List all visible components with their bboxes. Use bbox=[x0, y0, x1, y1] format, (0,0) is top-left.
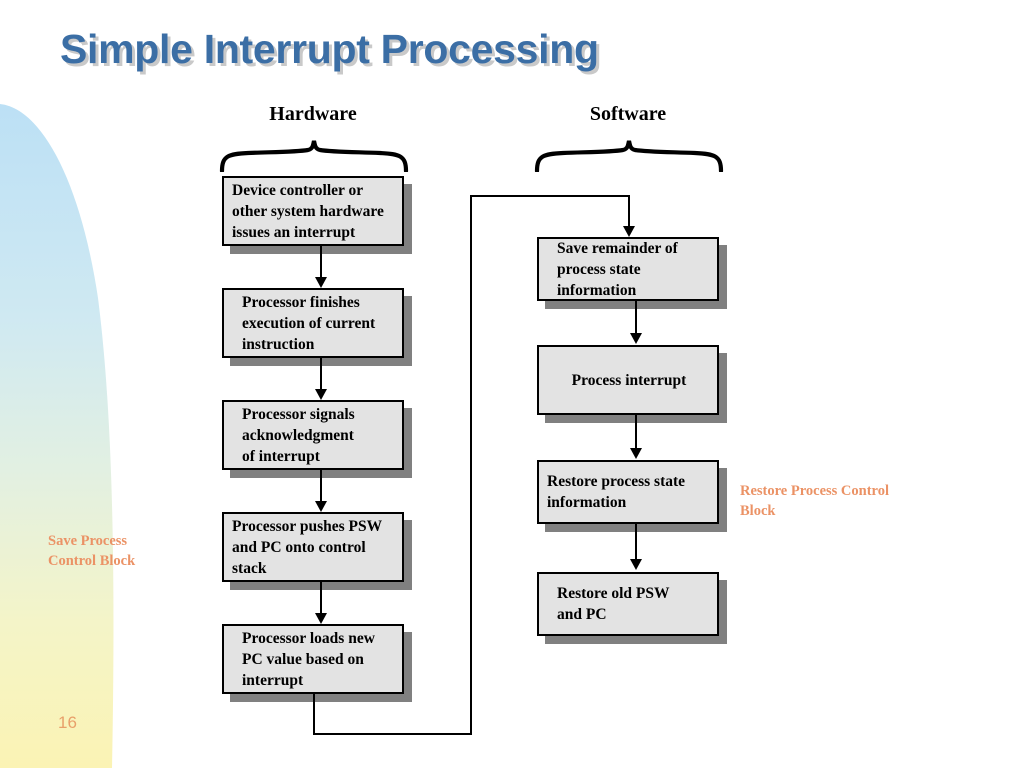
flow-box-device-controller-interrupt[interactable]: Device controller or other system hardwa… bbox=[222, 176, 404, 246]
connector-wrap-segment-top bbox=[470, 195, 629, 197]
background-gradient-shape bbox=[0, 104, 114, 768]
flow-box-processor-loads-new-pc[interactable]: Processor loads new PC value based on in… bbox=[222, 624, 404, 694]
flow-box-line: Restore old PSW bbox=[557, 585, 670, 602]
connector-hw1-hw2 bbox=[320, 246, 322, 281]
connector-wrap-segment-up bbox=[470, 195, 472, 734]
arrowhead-wrap-into-sw1-icon bbox=[623, 226, 635, 237]
flow-box-line: Processor loads new bbox=[242, 629, 375, 647]
flow-box-line: instruction bbox=[242, 335, 315, 353]
flow-box-processor-signals-ack[interactable]: Processor signals acknowledgment of inte… bbox=[222, 400, 404, 470]
arrowhead-sw1-sw2-icon bbox=[630, 333, 642, 344]
connector-wrap-segment-right bbox=[313, 733, 472, 735]
flow-box-line: stack bbox=[232, 559, 267, 577]
flow-box-line: process state bbox=[557, 260, 641, 278]
flow-box-line: Device controller or bbox=[232, 181, 364, 199]
flow-box-line: issues an interrupt bbox=[232, 223, 356, 241]
arrowhead-sw3-sw4-icon bbox=[630, 559, 642, 570]
connector-wrap-segment-into-sw1 bbox=[628, 195, 630, 229]
arrowhead-sw2-sw3-icon bbox=[630, 448, 642, 459]
flow-box-processor-finishes-execution[interactable]: Processor finishes execution of current … bbox=[222, 288, 404, 358]
brace-hardware-icon bbox=[219, 140, 409, 172]
flow-box-restore-process-state[interactable]: Restore process state information bbox=[537, 460, 719, 524]
flow-box-line: Process interrupt bbox=[571, 371, 687, 389]
flow-box-line: Processor pushes PSW bbox=[232, 517, 383, 535]
flow-box-line: and PC bbox=[557, 606, 607, 623]
flow-box-line: Processor signals bbox=[242, 405, 355, 423]
flow-box-restore-old-psw-pc[interactable]: Restore old PSW and PC bbox=[537, 572, 719, 636]
flow-box-line: interrupt bbox=[242, 671, 304, 689]
annotation-restore-process-control-block: Restore Process Control Block bbox=[740, 481, 940, 521]
annotation-line: Block bbox=[740, 503, 776, 519]
connector-hw4-hw5 bbox=[320, 582, 322, 617]
flow-box-process-interrupt[interactable]: Process interrupt bbox=[537, 345, 719, 415]
flow-box-line: Save remainder of bbox=[557, 239, 678, 257]
flow-box-line: information bbox=[557, 281, 637, 299]
flow-box-line: information bbox=[547, 494, 627, 511]
page-title: Simple Interrupt Processing bbox=[60, 26, 599, 72]
connector-sw2-sw3 bbox=[635, 415, 637, 452]
connector-hw3-hw4 bbox=[320, 470, 322, 505]
annotation-line: Control Block bbox=[48, 553, 136, 569]
brace-software-icon bbox=[534, 140, 724, 172]
flow-box-line: other system hardware bbox=[232, 202, 384, 220]
flow-box-line: of interrupt bbox=[242, 447, 320, 465]
arrowhead-hw4-hw5-icon bbox=[315, 613, 327, 624]
connector-sw3-sw4 bbox=[635, 524, 637, 563]
flow-box-line: acknowledgment bbox=[242, 426, 354, 444]
flow-box-save-remainder-process-state[interactable]: Save remainder of process state informat… bbox=[537, 237, 719, 301]
column-heading-software: Software bbox=[589, 103, 667, 125]
connector-sw1-sw2 bbox=[635, 301, 637, 337]
annotation-save-process-control-block: Save Process Control Block bbox=[48, 531, 135, 571]
annotation-line: Restore Process Control bbox=[740, 483, 889, 499]
connector-wrap-segment-down bbox=[313, 694, 315, 734]
annotation-line: Save Process bbox=[48, 533, 128, 549]
flow-box-line: PC value based on bbox=[242, 650, 364, 668]
connector-hw2-hw3 bbox=[320, 358, 322, 393]
flow-box-line: and PC onto control bbox=[232, 538, 366, 556]
arrowhead-hw2-hw3-icon bbox=[315, 389, 327, 400]
flow-box-line: Processor finishes bbox=[242, 293, 360, 311]
flow-box-line: Restore process state bbox=[547, 473, 686, 490]
arrowhead-hw1-hw2-icon bbox=[315, 277, 327, 288]
arrowhead-hw3-hw4-icon bbox=[315, 501, 327, 512]
flow-box-processor-pushes-psw-pc[interactable]: Processor pushes PSW and PC onto control… bbox=[222, 512, 404, 582]
flow-box-line: execution of current bbox=[242, 314, 376, 332]
page-number: 16 bbox=[58, 713, 77, 732]
column-heading-hardware: Hardware bbox=[269, 103, 357, 125]
